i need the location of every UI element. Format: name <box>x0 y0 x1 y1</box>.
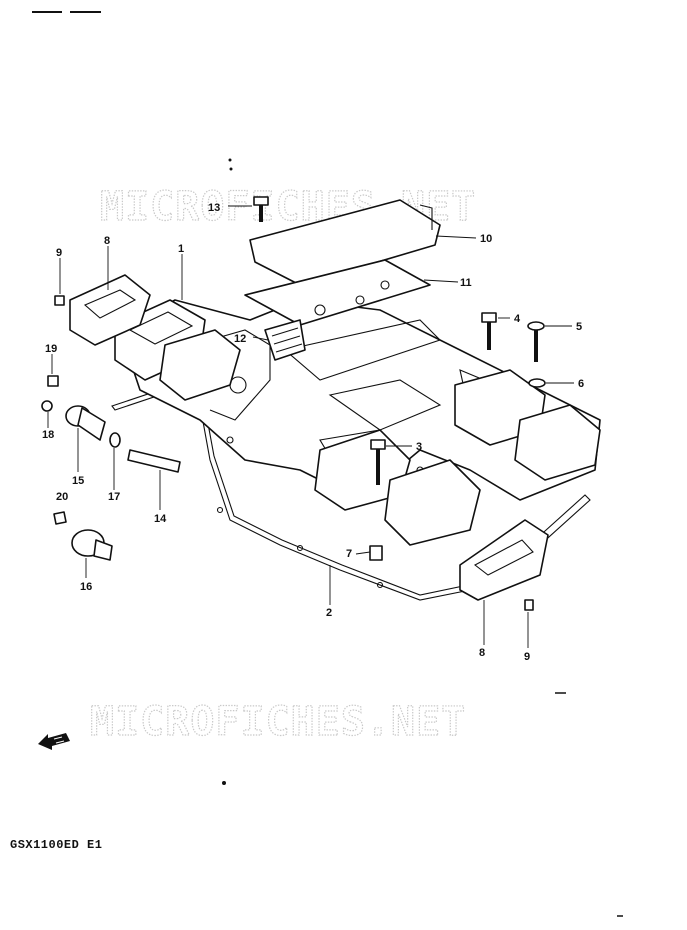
breather-cover <box>249 199 441 286</box>
watermark-bottom: MICROFICHES.NET <box>90 699 466 745</box>
breather-element <box>264 319 306 361</box>
screw-9-left <box>54 295 65 306</box>
callout-16: 16 <box>80 581 92 593</box>
callout-9-top: 9 <box>56 247 62 259</box>
callout-19: 19 <box>45 343 57 355</box>
callout-18: 18 <box>42 429 54 441</box>
plug-16 <box>71 529 113 561</box>
bolt-12 <box>253 196 269 222</box>
arrow-left-icon <box>38 733 70 750</box>
callout-6: 6 <box>578 378 584 390</box>
callout-8-top: 8 <box>104 235 110 247</box>
callout-17: 17 <box>108 491 120 503</box>
leader-lines <box>47 205 574 648</box>
callout-10: 10 <box>480 233 492 245</box>
speck <box>228 158 232 162</box>
callout-7: 7 <box>346 548 352 560</box>
bolt-4 <box>481 312 497 350</box>
callout-15: 15 <box>72 475 84 487</box>
o-ring-17 <box>109 432 121 448</box>
breather-gasket <box>244 259 431 326</box>
callout-4: 4 <box>514 313 521 325</box>
callout-13: 12 <box>234 333 246 345</box>
callout-9-bottom: 9 <box>524 651 530 663</box>
o-ring-18 <box>41 400 53 412</box>
washer-20 <box>53 511 67 525</box>
bolt-3 <box>370 439 386 485</box>
plug-15 <box>65 405 106 441</box>
screw-19 <box>47 375 59 387</box>
model-code-label: GSX1100ED E1 <box>10 838 103 852</box>
cam-cap-right <box>314 369 601 546</box>
speck <box>229 167 233 171</box>
dowel-7 <box>369 545 383 561</box>
screw-9-right <box>524 599 534 611</box>
end-cap-right <box>459 519 549 601</box>
speck <box>222 781 226 785</box>
gasket-outline <box>111 389 591 601</box>
plate-14 <box>127 449 181 473</box>
callout-5: 5 <box>576 321 582 333</box>
bolt-5 <box>527 321 545 362</box>
callout-12: 13 <box>208 202 220 214</box>
callout-11: 11 <box>460 277 472 289</box>
end-cap-left <box>69 274 151 346</box>
callout-14: 14 <box>154 513 167 525</box>
callout-2: 2 <box>326 607 332 619</box>
callout-20: 20 <box>56 491 68 503</box>
callout-8-bottom: 8 <box>479 647 485 659</box>
callout-3: 3 <box>416 441 422 453</box>
callout-1: 1 <box>178 243 184 255</box>
washer-6 <box>528 378 546 388</box>
